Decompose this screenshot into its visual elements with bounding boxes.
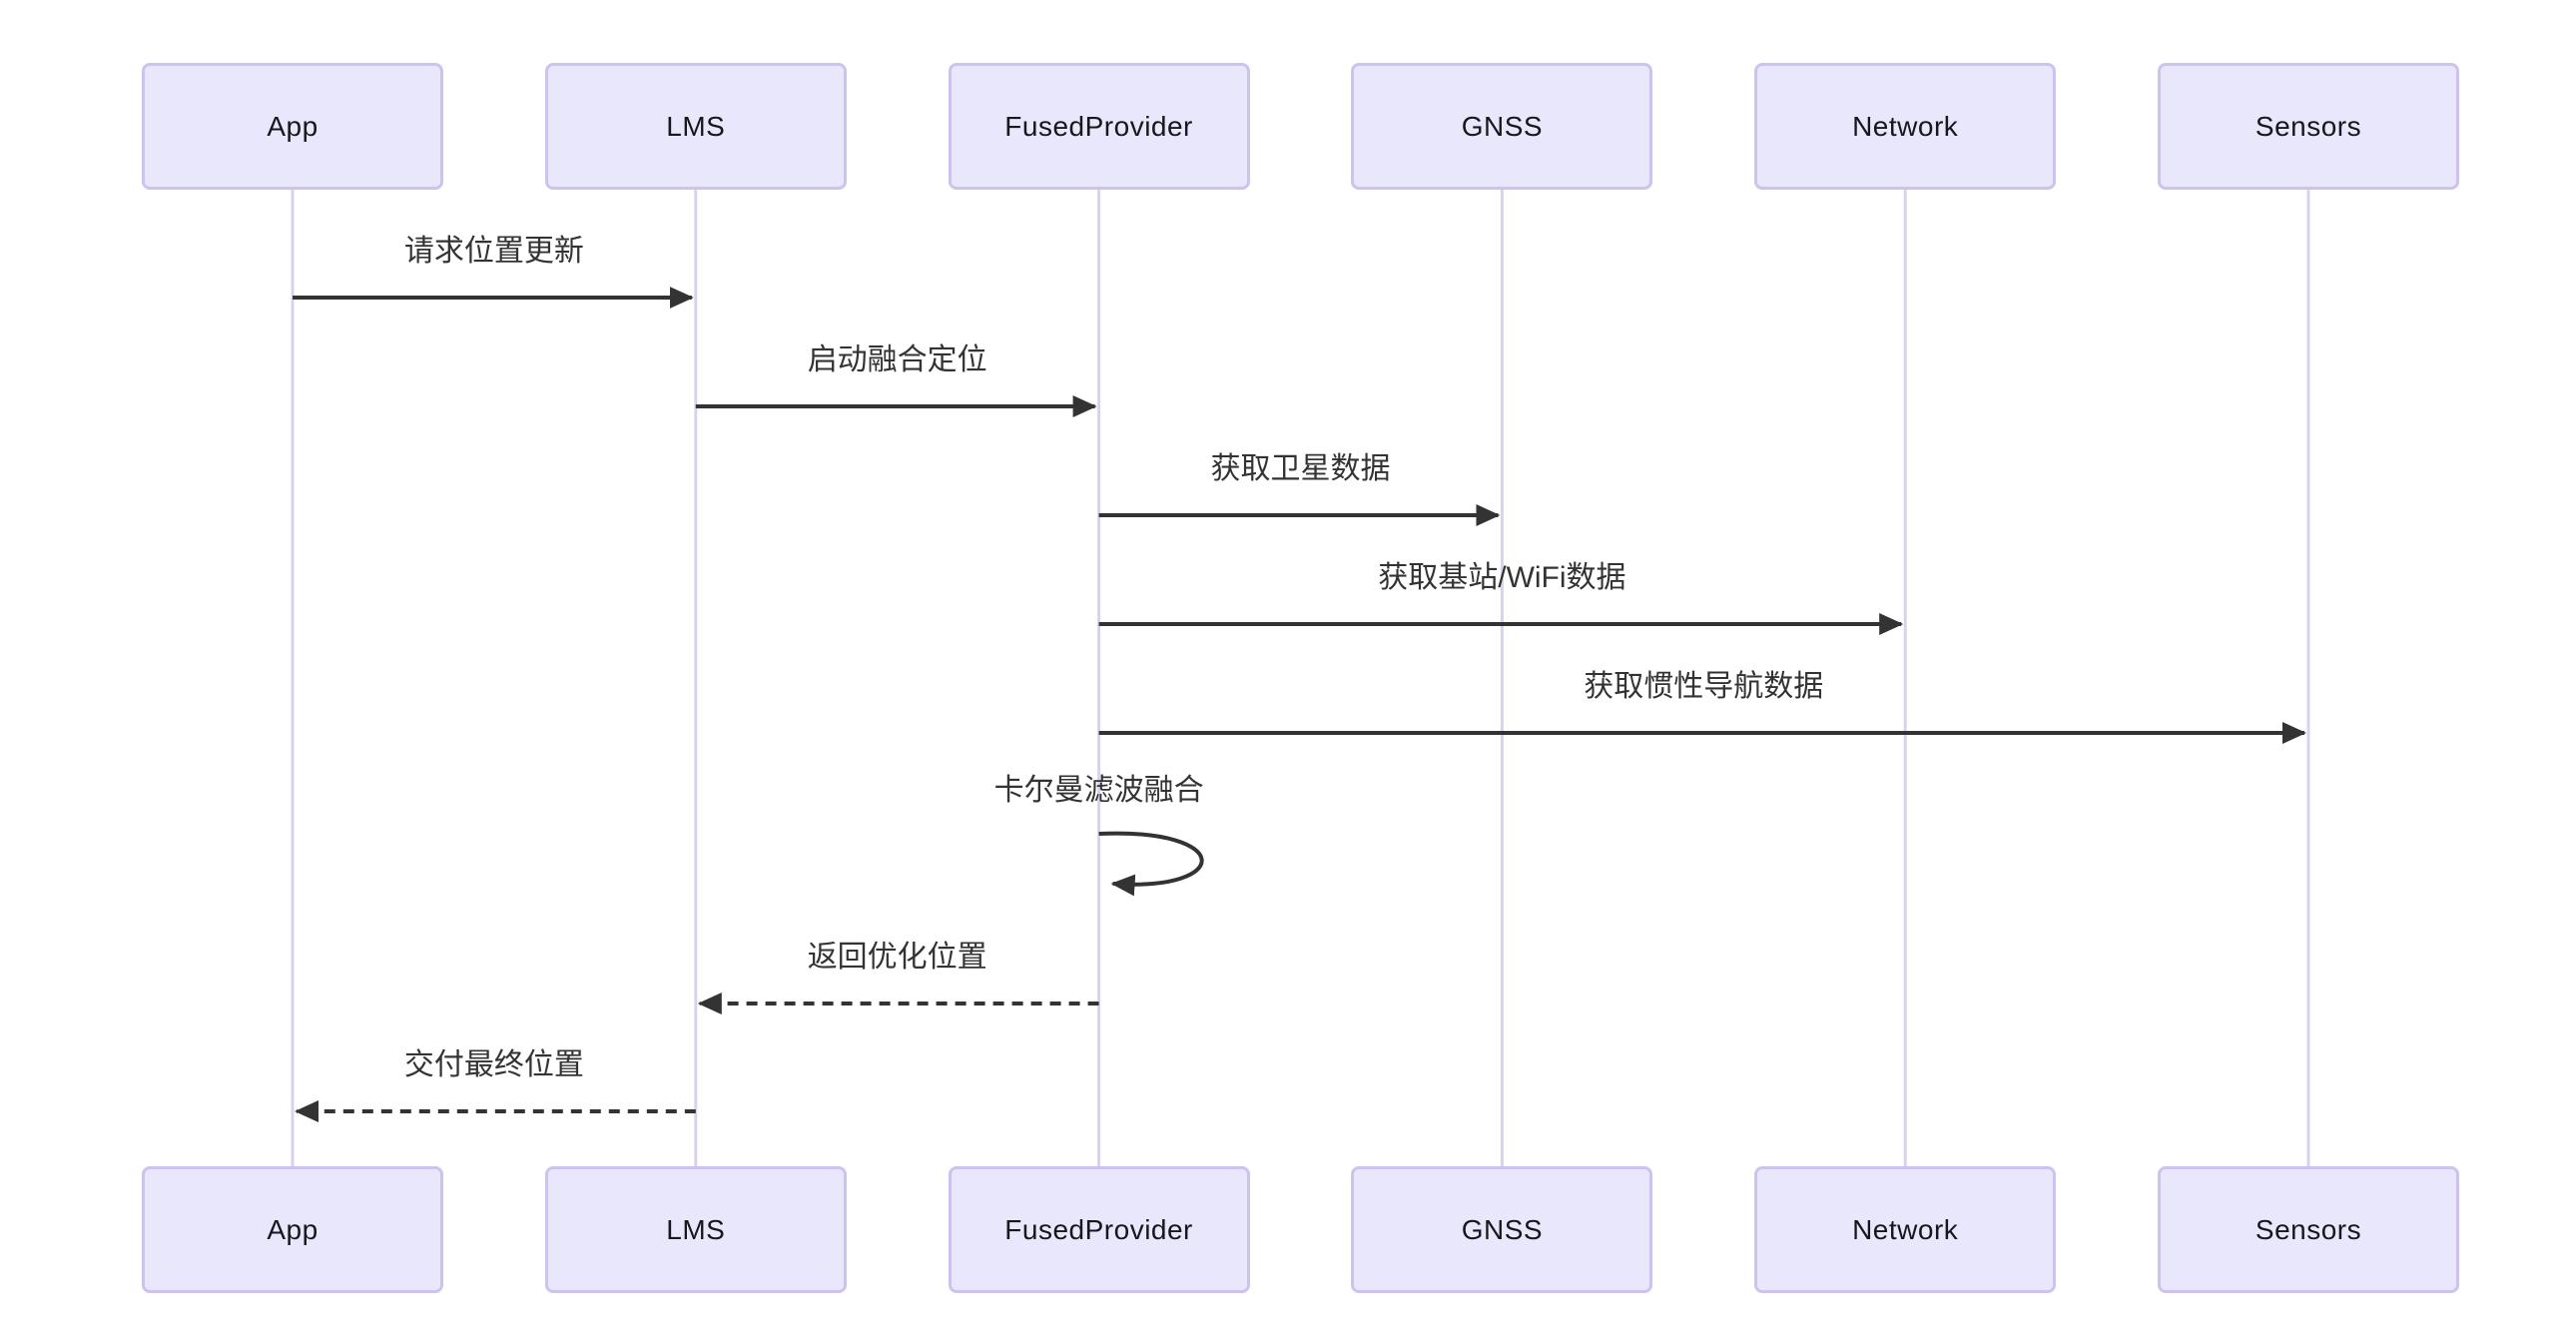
actor-box-fusedprovider-bottom: FusedProvider bbox=[948, 1166, 1250, 1293]
actor-box-sensors-bottom: Sensors bbox=[2158, 1166, 2459, 1293]
self-loop-arrow bbox=[1098, 831, 1204, 897]
actor-label: Network bbox=[1852, 1213, 1959, 1245]
actor-box-gnss-top: GNSS bbox=[1351, 63, 1653, 190]
message-label-2: 获取卫星数据 bbox=[1210, 452, 1391, 485]
message-label-3: 获取基站/WiFi数据 bbox=[1378, 561, 1626, 594]
actor-label: App bbox=[267, 1213, 319, 1245]
message-label-4: 获取惯性导航数据 bbox=[1584, 670, 1824, 703]
actor-label: GNSS bbox=[1461, 1213, 1544, 1245]
actor-box-network-bottom: Network bbox=[1754, 1166, 2057, 1293]
actor-label: App bbox=[267, 110, 319, 142]
actor-box-app-top: App bbox=[142, 63, 443, 190]
actor-label: LMS bbox=[666, 1213, 726, 1245]
actor-label: LMS bbox=[666, 110, 726, 142]
message-label-0: 请求位置更新 bbox=[403, 235, 584, 268]
actor-label: FusedProvider bbox=[1004, 1213, 1193, 1245]
message-label-6: 返回优化位置 bbox=[807, 941, 987, 974]
actor-label: Sensors bbox=[2254, 110, 2362, 142]
actor-box-app-bottom: App bbox=[142, 1166, 443, 1293]
actor-label: GNSS bbox=[1461, 110, 1544, 142]
message-label-1: 启动融合定位 bbox=[807, 343, 987, 376]
actor-box-lms-top: LMS bbox=[544, 63, 847, 190]
actor-box-network-top: Network bbox=[1754, 63, 2057, 190]
actor-box-gnss-bottom: GNSS bbox=[1351, 1166, 1653, 1293]
message-label-7: 交付最终位置 bbox=[403, 1048, 584, 1081]
message-label-5: 卡尔曼滤波融合 bbox=[993, 774, 1204, 807]
actor-label: Sensors bbox=[2254, 1213, 2362, 1245]
actor-label: Network bbox=[1852, 110, 1959, 142]
actor-box-fusedprovider-top: FusedProvider bbox=[948, 63, 1250, 190]
actor-box-sensors-top: Sensors bbox=[2158, 63, 2459, 190]
actor-box-lms-bottom: LMS bbox=[544, 1166, 847, 1293]
actor-label: FusedProvider bbox=[1004, 110, 1193, 142]
